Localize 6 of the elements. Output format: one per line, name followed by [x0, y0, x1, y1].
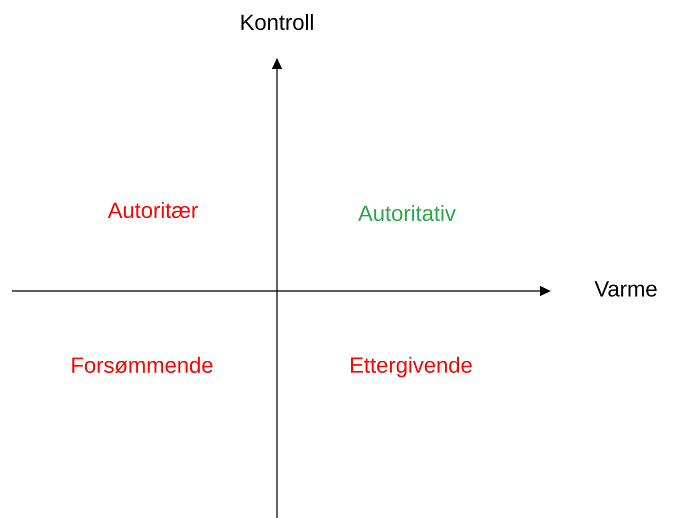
- quadrant-label: Autoritativ: [358, 204, 456, 222]
- quadrant-label: Autoritær: [108, 202, 198, 218]
- axis-label: Kontroll: [242, 14, 313, 30]
- axis-label: Varme: [594, 281, 657, 297]
- quadrant-label: Forsømmende: [72, 356, 213, 374]
- quadrant-label: Ettergivende: [351, 356, 472, 378]
